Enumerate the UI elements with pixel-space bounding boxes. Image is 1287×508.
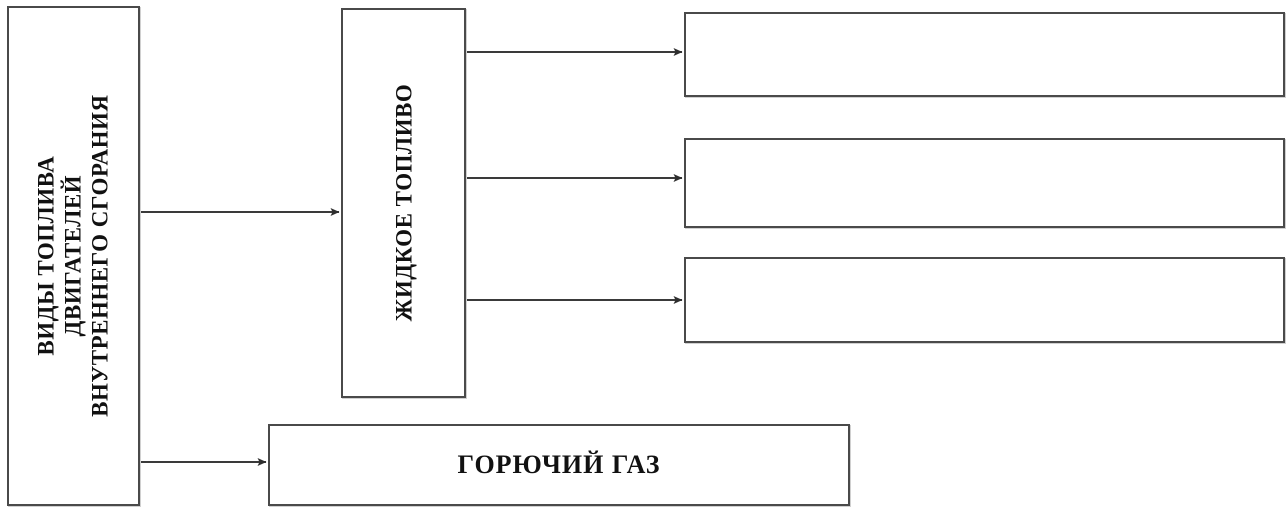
node-root-label-line-1: ВИДЫ ТОПЛИВА bbox=[33, 156, 59, 356]
node-blank-1[interactable] bbox=[684, 12, 1285, 97]
node-fuel-types-root[interactable]: ВИДЫ ТОПЛИВА ДВИГАТЕЛЕЙ ВНУТРЕННЕГО СГОР… bbox=[7, 6, 140, 506]
node-liquid-fuel-label: ЖИДКОЕ ТОПЛИВО bbox=[390, 84, 417, 322]
node-liquid-fuel-label-line-1: ЖИДКОЕ ТОПЛИВО bbox=[390, 84, 416, 322]
node-blank-2[interactable] bbox=[684, 138, 1285, 228]
node-root-label: ВИДЫ ТОПЛИВА ДВИГАТЕЛЕЙ ВНУТРЕННЕГО СГОР… bbox=[33, 95, 114, 417]
node-root-label-line-3: ВНУТРЕННЕГО СГОРАНИЯ bbox=[88, 94, 114, 418]
node-blank-3[interactable] bbox=[684, 257, 1285, 343]
node-combustible-gas[interactable]: ГОРЮЧИЙ ГАЗ bbox=[268, 424, 850, 506]
node-combustible-gas-label: ГОРЮЧИЙ ГАЗ bbox=[457, 450, 661, 479]
node-root-label-line-2: ДВИГАТЕЛЕЙ bbox=[60, 175, 86, 337]
node-liquid-fuel[interactable]: ЖИДКОЕ ТОПЛИВО bbox=[341, 8, 466, 398]
